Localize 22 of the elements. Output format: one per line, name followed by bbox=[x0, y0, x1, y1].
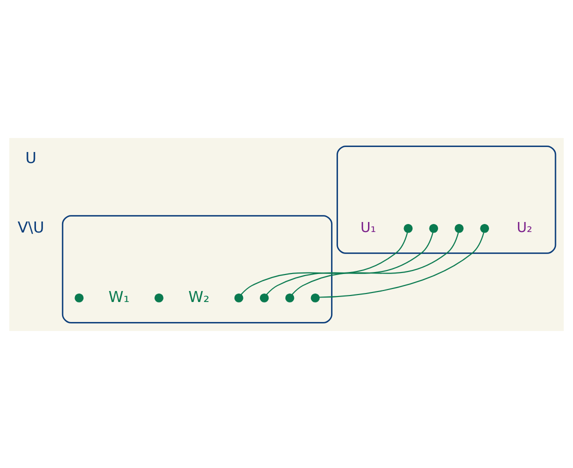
node-circle bbox=[234, 292, 244, 302]
connector bbox=[266, 232, 434, 294]
connector bbox=[292, 232, 459, 294]
label: U₁ bbox=[360, 219, 376, 236]
connector bbox=[319, 232, 484, 298]
label: U₂ bbox=[516, 219, 532, 236]
label: W₁ bbox=[108, 287, 130, 306]
cluster bbox=[336, 145, 556, 254]
node-circle bbox=[404, 223, 413, 232]
node-circle bbox=[310, 292, 320, 302]
label: W₂ bbox=[188, 287, 210, 306]
node-circle bbox=[74, 292, 84, 302]
node-circle bbox=[429, 223, 438, 232]
cluster bbox=[62, 214, 332, 323]
node-circle bbox=[480, 223, 490, 232]
node-circle bbox=[285, 292, 294, 302]
label: U bbox=[25, 148, 36, 166]
node-circle bbox=[454, 223, 464, 232]
node-circle bbox=[154, 292, 164, 302]
connector bbox=[240, 232, 408, 294]
label: V\U bbox=[18, 218, 44, 236]
node-circle bbox=[260, 292, 269, 302]
